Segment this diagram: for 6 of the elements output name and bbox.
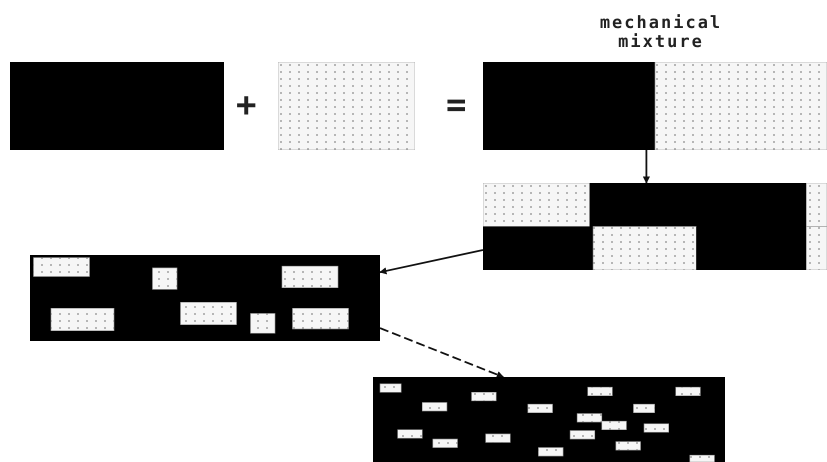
arrow	[642, 150, 650, 184]
operator-sign: +	[236, 88, 256, 122]
heading: mechanical mixture	[598, 14, 724, 52]
arrow	[380, 327, 504, 378]
arrow	[379, 249, 484, 274]
operator-sign: =	[446, 88, 466, 122]
